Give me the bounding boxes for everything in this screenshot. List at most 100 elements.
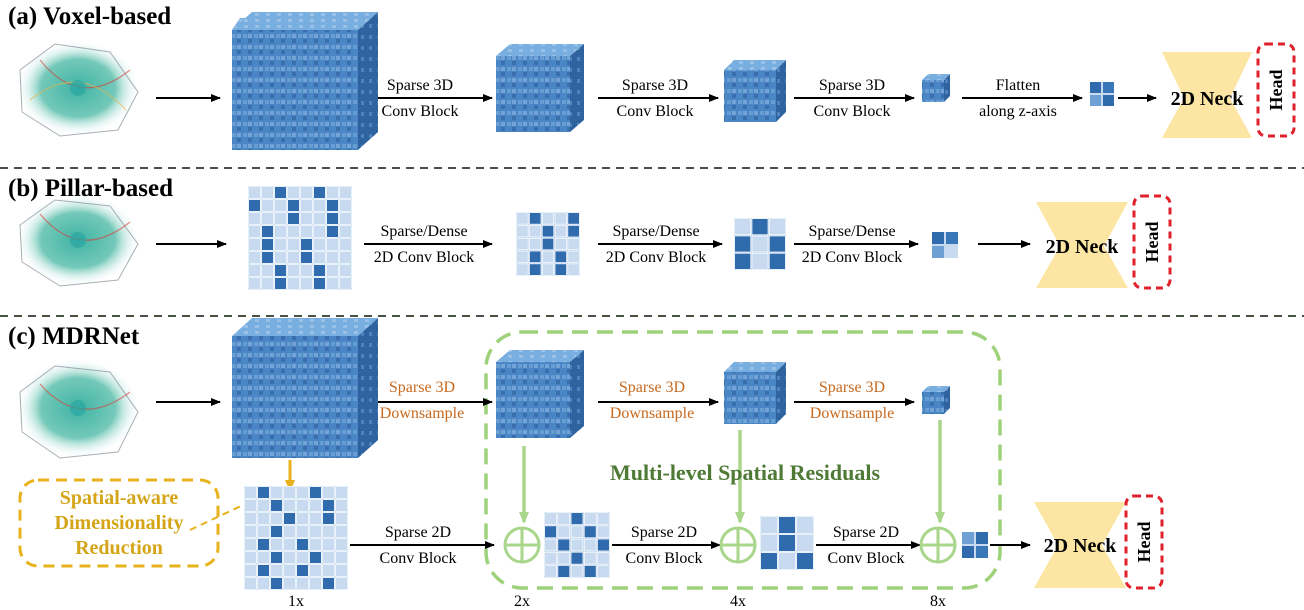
grid-cell (544, 512, 557, 525)
c-conv1-line2: Conv Block (380, 550, 457, 567)
grid-cell (322, 499, 335, 512)
grid-cell (248, 199, 261, 212)
grid-cell (261, 251, 274, 264)
grid-cell (583, 565, 597, 578)
grid-cell (296, 551, 309, 564)
grid-cell (529, 250, 542, 263)
grid-cell (760, 516, 778, 534)
grid-cell (557, 538, 571, 552)
grid-cell (257, 525, 270, 538)
grid-cell (529, 263, 542, 276)
b-stage1-line1: Sparse/Dense (380, 223, 467, 240)
grid-cell (734, 235, 751, 253)
grid-cell (597, 565, 610, 578)
grid-cell (261, 264, 274, 277)
grid-cell (296, 564, 309, 577)
neck-shape-a (1162, 52, 1252, 138)
grid-cell (248, 277, 261, 290)
point-cloud-image (16, 40, 140, 137)
point-cloud-image (16, 358, 140, 459)
grid-cell (274, 212, 287, 225)
grid-cell (326, 251, 339, 264)
grid-cell (261, 199, 274, 212)
voxel-cube-c1 (232, 318, 378, 458)
grid-cell (567, 238, 580, 251)
grid-cell (335, 577, 348, 590)
grid-cell (583, 538, 597, 552)
grid-cell (734, 218, 751, 235)
grid-cell (257, 577, 270, 590)
b-stage2-line2: 2D Conv Block (606, 249, 706, 266)
grid-cell (309, 538, 322, 551)
grid-cell (567, 225, 580, 238)
grid-cell (322, 525, 335, 538)
grid-cell (778, 516, 796, 534)
grid-cell (339, 199, 352, 212)
grid-cell (274, 264, 287, 277)
c-down1-line2: Downsample (380, 405, 464, 422)
grid-cell (557, 565, 571, 578)
grid-cell (554, 225, 567, 238)
grid-cell (796, 534, 814, 552)
grid-cell (248, 238, 261, 251)
grid-cell (270, 499, 283, 512)
grid-cell (326, 212, 339, 225)
grid-cell (287, 277, 300, 290)
grid-cell (554, 250, 567, 263)
grid-cell (597, 512, 610, 525)
grid-cell (313, 199, 326, 212)
grid-cell (274, 225, 287, 238)
grid-cell (283, 564, 296, 577)
panel-c: (c) MDRNet Sparse 3D Downsample Sparse 3… (8, 318, 1164, 610)
panel-a-title: (a) Voxel-based (8, 3, 171, 30)
grid-cell (309, 499, 322, 512)
add-node-1 (503, 526, 541, 564)
grid-cell (339, 225, 352, 238)
grid-cell (261, 212, 274, 225)
voxel-cube-c2 (496, 350, 584, 438)
grid-cell (554, 212, 567, 225)
grid-cell (541, 212, 554, 225)
pillar-grid-1-cells (248, 186, 352, 290)
grid-cell (270, 564, 283, 577)
panel-a: (a) Voxel-based Sparse 3D Conv Block Spa… (8, 3, 1296, 150)
residual-label: Multi-level Spatial Residuals (610, 460, 881, 485)
grid-cell (570, 565, 584, 578)
grid-cell (261, 225, 274, 238)
grid-cell (248, 264, 261, 277)
grid-cell (244, 486, 257, 499)
grid-cell (544, 551, 557, 565)
grid-cell (326, 238, 339, 251)
residual-region (484, 330, 1002, 590)
voxel-cube-c4 (922, 386, 950, 414)
grid-cell (778, 552, 796, 570)
scale-2x: 2x (514, 593, 530, 610)
voxel-cube-3 (724, 60, 786, 122)
grid-cell (257, 486, 270, 499)
grid-cell (335, 486, 348, 499)
grid-cell (283, 499, 296, 512)
grid-cell (570, 538, 584, 552)
a-stage4-line1: Flatten (996, 77, 1040, 94)
c-down1-line1: Sparse 3D (389, 379, 455, 396)
grid-cell (309, 486, 322, 499)
grid-cell (257, 551, 270, 564)
bev-grid-2x-cells (544, 512, 610, 578)
grid-cell (516, 212, 529, 225)
grid-cell (557, 551, 571, 565)
grid-cell (335, 564, 348, 577)
grid-cell (326, 199, 339, 212)
add-node-2 (719, 526, 757, 564)
grid-cell (296, 486, 309, 499)
grid-cell (339, 212, 352, 225)
b-head: Head (1142, 221, 1162, 262)
grid-cell (567, 250, 580, 263)
grid-cell (570, 525, 584, 539)
neck-shape-b (1036, 202, 1128, 288)
grid-cell (796, 552, 814, 570)
grid-cell (322, 564, 335, 577)
b-stage3-line2: 2D Conv Block (802, 249, 902, 266)
grid-cell (322, 577, 335, 590)
grid-cell (309, 525, 322, 538)
